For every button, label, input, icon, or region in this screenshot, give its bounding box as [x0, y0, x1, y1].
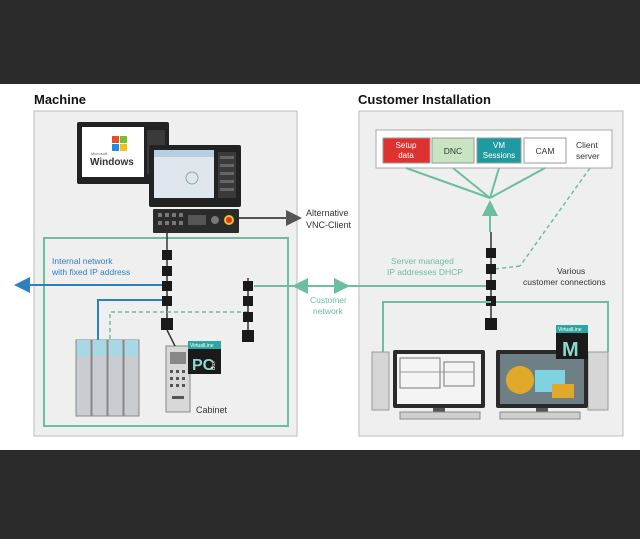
vm-sessions-label1: VM — [493, 141, 505, 150]
switch-port — [243, 281, 253, 291]
windows-brand-text: Windows — [90, 157, 134, 168]
client-server: Setup data DNC VM Sessions CAM Client se… — [375, 129, 613, 169]
dnc-label: DNC — [444, 146, 462, 156]
setup-data-label2: data — [398, 151, 414, 160]
server-fan-lines — [405, 167, 546, 199]
vm-sessions-label2: Sessions — [483, 151, 515, 160]
switch-port — [162, 266, 172, 276]
internal-network-label-line2: with fixed IP address — [51, 267, 130, 277]
machine-switch-ports — [161, 250, 173, 330]
dnc-box — [431, 137, 475, 164]
pcbox-letters-text: PC — [192, 357, 215, 374]
servo-drives — [75, 339, 140, 417]
drives-link — [97, 299, 167, 340]
workstation-left — [371, 350, 485, 420]
pcbox-brand-text: VirtualLine — [190, 343, 214, 349]
client-server-label1: Client — [576, 140, 598, 150]
windows-small-text: Microsoft — [91, 151, 108, 156]
cabinet-label: Cabinet — [196, 405, 228, 415]
switch-port — [162, 250, 172, 260]
switch-port — [485, 318, 497, 330]
switch-port — [486, 248, 496, 258]
drives-dashed-link — [109, 311, 248, 340]
virtualline-pcbox-logo: VirtualLine PC Box — [188, 341, 221, 374]
pc-box — [165, 345, 191, 413]
various-label-line1: Various — [557, 266, 585, 276]
customer-installation-title: Customer Installation — [358, 92, 491, 107]
switch-port — [486, 280, 496, 290]
customer-network-label-line1: Customer — [310, 295, 347, 305]
switch-port — [243, 312, 253, 322]
machine-title: Machine — [34, 92, 86, 107]
machine-control-panel — [153, 209, 239, 233]
setup-data-box — [382, 137, 431, 164]
internal-network-label-line1: Internal network — [52, 256, 113, 266]
cam-box — [523, 137, 567, 164]
switch-port — [162, 296, 172, 306]
switch-port — [486, 264, 496, 274]
alternative-label-line1: Alternative — [306, 208, 349, 218]
switch-port — [161, 318, 173, 330]
setup-data-label1: Setup — [396, 141, 417, 150]
cabinet-network-outline — [43, 237, 289, 427]
windows-monitor: Windows Microsoft — [77, 122, 169, 184]
cabinet-switch-ports — [242, 281, 254, 342]
vl-brand-text: VirtualLine — [558, 327, 582, 333]
workstation-link-left — [382, 301, 491, 352]
pcbox-suffix-text: Box — [211, 361, 217, 370]
customer-network-label-line2: network — [313, 306, 344, 316]
various-label-line2: customer connections — [523, 277, 606, 287]
workstation-right — [496, 350, 609, 420]
alternative-label-line2: VNC-Client — [306, 220, 352, 230]
client-server-dashed-link — [519, 167, 591, 267]
windows-logo-icon — [112, 136, 127, 151]
cam-label: CAM — [536, 146, 555, 156]
switch-port — [162, 281, 172, 291]
server-managed-label-line2: IP addresses DHCP — [387, 267, 463, 277]
hmi-monitor — [149, 145, 241, 207]
switch-port — [243, 296, 253, 306]
vl-letter-text: M — [562, 339, 579, 361]
workstation-link-right — [496, 301, 609, 352]
switch-port — [242, 330, 254, 342]
client-server-label2: server — [576, 151, 600, 161]
server-managed-label-line1: Server managed — [391, 256, 454, 266]
vm-sessions-box — [476, 137, 522, 164]
virtualline-m-logo: VirtualLine M — [556, 325, 588, 361]
pc-box-link — [166, 329, 176, 347]
